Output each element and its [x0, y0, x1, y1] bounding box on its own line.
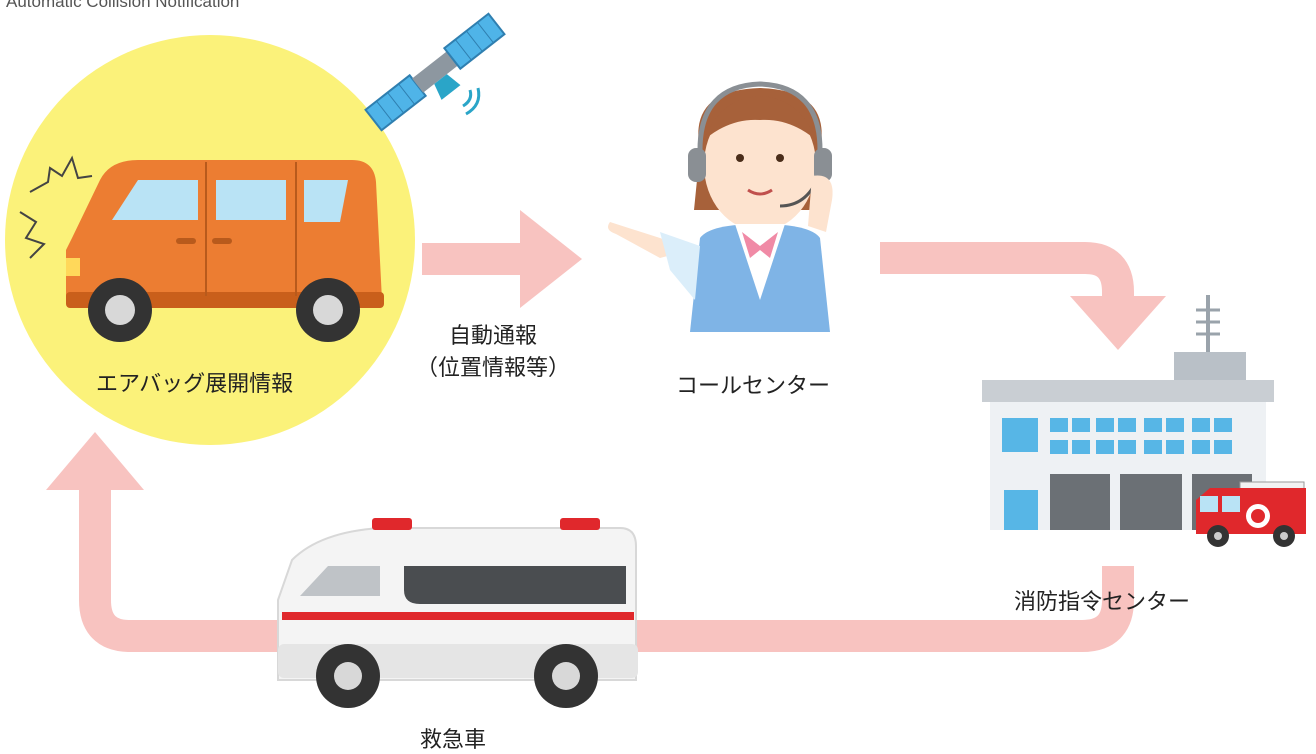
call-center-label: コールセンター	[676, 374, 831, 399]
fire-truck-icon	[1196, 481, 1306, 547]
satellite-icon	[364, 12, 506, 132]
ambulance-label: 救急車	[420, 728, 487, 753]
van-icon	[66, 160, 384, 342]
auto-report-line2: （位置情報等）	[415, 356, 570, 381]
arrow-callcenter-to-dispatch	[880, 242, 1166, 350]
top-caption: Automatic Collision Notification	[6, 0, 240, 11]
operator-icon	[608, 81, 833, 332]
auto-report-label: 自動通報 （位置情報等）	[398, 318, 588, 382]
arrow-vehicle-to-callcenter	[422, 210, 582, 308]
auto-report-line1: 自動通報	[448, 324, 537, 349]
signal-waves-icon	[462, 87, 481, 116]
vehicle-label: エアバッグ展開情報	[96, 372, 294, 397]
crash-impact-icon	[19, 155, 93, 259]
ambulance-icon	[277, 518, 638, 708]
fire-dispatch-label: 消防指令センター	[1014, 590, 1191, 615]
